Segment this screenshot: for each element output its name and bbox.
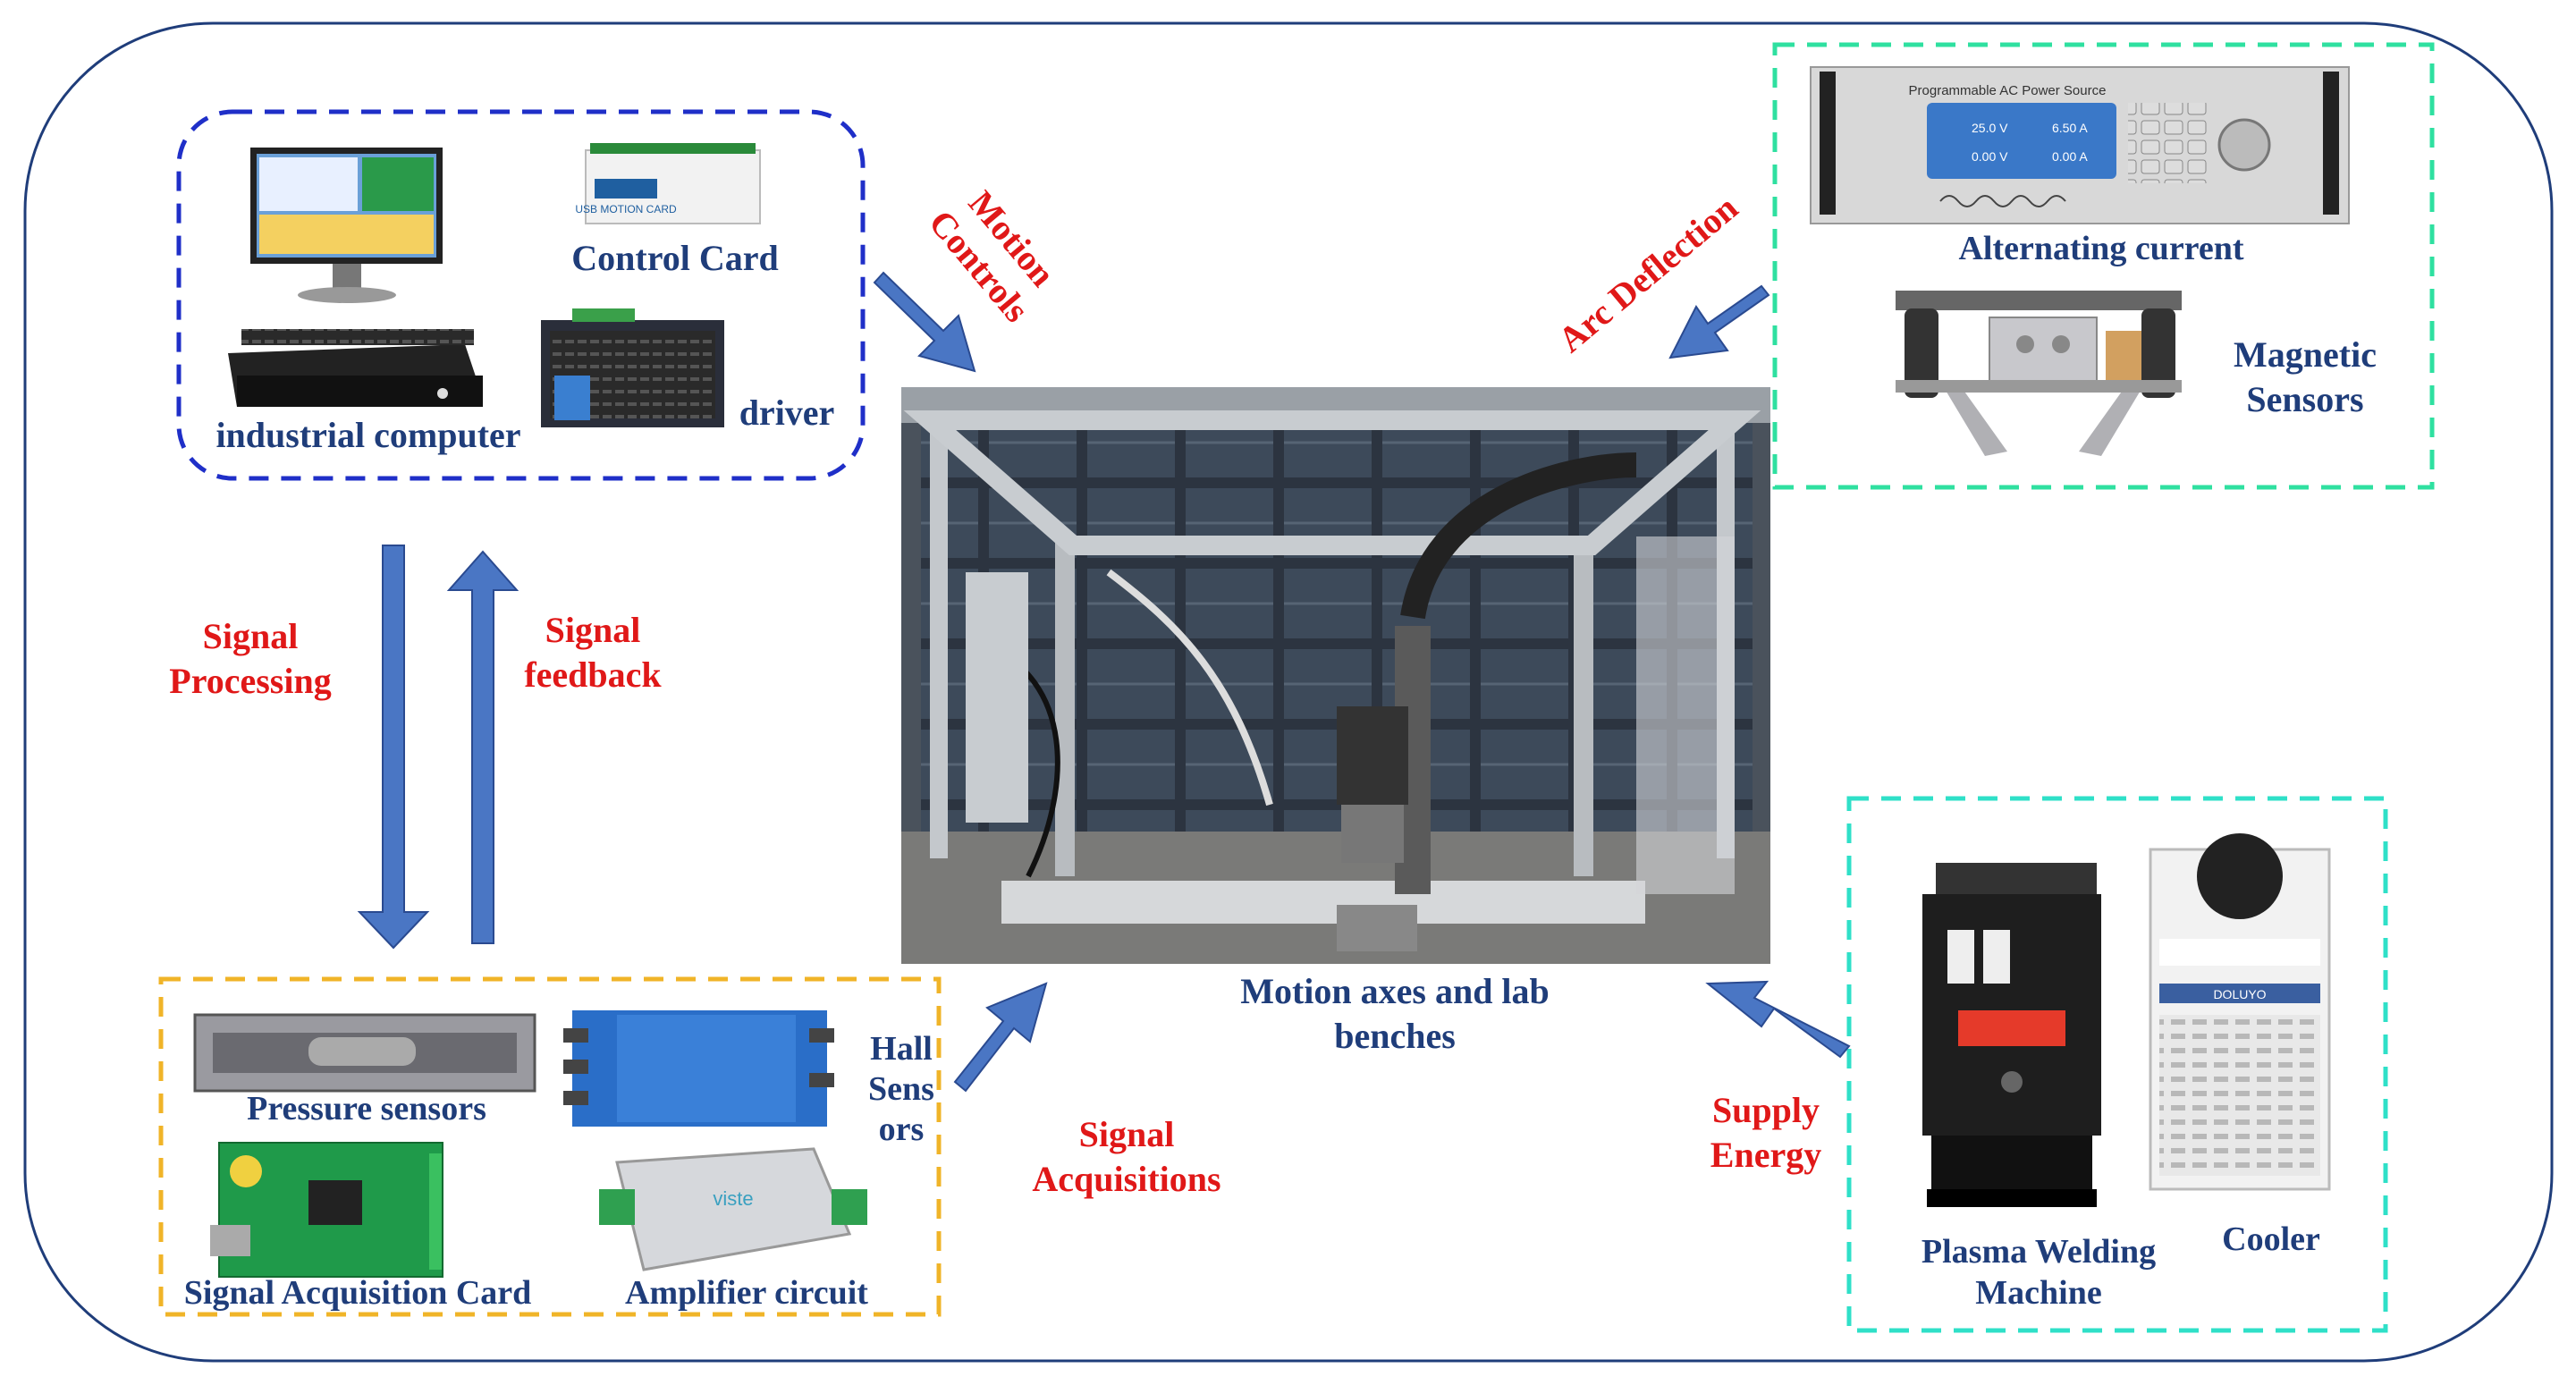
svg-text:25.0 V: 25.0 V	[1972, 121, 2008, 135]
hall-sensors-label-3: ors	[879, 1111, 925, 1148]
magnetic-sensor-icon	[1896, 291, 2182, 456]
cooler-label: Cooler	[2222, 1220, 2320, 1258]
monitor-icon	[250, 148, 443, 303]
signal-acquisition-card-label: Signal Acquisition Card	[184, 1274, 532, 1312]
ac-power-source-icon: Programmable AC Power Source 25.0 V 6.50…	[1810, 66, 2350, 224]
motion-controls-label: Motion Controls	[921, 183, 1063, 330]
svg-text:0.00 V: 0.00 V	[1972, 149, 2008, 164]
plasma-welder-icon	[1922, 863, 2101, 1207]
arrow-supply-energy	[1705, 980, 1851, 1059]
control-card-icon: USB MOTION CARD	[575, 143, 761, 224]
alternating-current-label: Alternating current	[1958, 230, 2243, 267]
amplifier-icon: viste	[599, 1147, 867, 1271]
plasma-welding-label-2: Machine	[1975, 1274, 2101, 1312]
industrial-pc-icon	[228, 329, 483, 407]
arrow-motion-controls	[873, 271, 976, 373]
signal-processing-label-2: Processing	[169, 661, 331, 701]
control-group-box	[176, 109, 866, 481]
svg-text:6.50 A: 6.50 A	[2052, 121, 2088, 135]
acquisition-card-icon	[210, 1142, 443, 1278]
arrow-signal-feedback-up	[446, 550, 519, 944]
svg-text:viste: viste	[713, 1187, 753, 1210]
control-card-label: Control Card	[571, 238, 778, 278]
svg-text:DOLUYO: DOLUYO	[2213, 987, 2266, 1001]
signal-feedback-label-1: Signal	[545, 610, 641, 650]
industrial-computer-label: industrial computer	[215, 415, 520, 455]
plasma-welding-label-1: Plasma Welding	[1921, 1233, 2156, 1271]
arrow-signal-processing-down	[357, 545, 430, 950]
supply-energy-label-1: Supply	[1712, 1090, 1820, 1130]
driver-label: driver	[739, 393, 835, 433]
signal-processing-label-1: Signal	[203, 616, 299, 656]
supply-energy-label-2: Energy	[1710, 1135, 1821, 1175]
energy-group-box	[1846, 796, 2388, 1333]
signal-acquisitions-label-2: Acquisitions	[1032, 1159, 1220, 1199]
hall-sensor-icon	[563, 1010, 834, 1127]
pressure-sensors-label: Pressure sensors	[247, 1090, 486, 1127]
magnetic-sensors-label-1: Magnetic	[2234, 334, 2377, 375]
pressure-sensor-icon	[193, 1013, 536, 1093]
outer-frame	[23, 21, 2554, 1363]
hall-sensors-label-1: Hall	[870, 1030, 933, 1068]
motion-axes-label-1: Motion axes and lab	[1240, 971, 1550, 1011]
arrow-signal-acquisitions	[953, 982, 1048, 1093]
welding-bench-photo	[901, 387, 1770, 964]
sensor-group-box	[158, 976, 942, 1317]
signal-acquisitions-label-1: Signal	[1079, 1114, 1175, 1154]
cooler-icon: DOLUYO	[2149, 833, 2331, 1191]
svg-text:Programmable AC Power Source: Programmable AC Power Source	[1909, 83, 2107, 98]
svg-text:USB MOTION CARD: USB MOTION CARD	[575, 203, 677, 215]
magnetic-sensors-label-2: Sensors	[2246, 379, 2363, 419]
hall-sensors-label-2: Sens	[868, 1070, 934, 1108]
arc-deflection-box	[1772, 42, 2435, 490]
svg-text:0.00 A: 0.00 A	[2052, 149, 2088, 164]
driver-icon	[541, 308, 724, 427]
motion-axes-label-2: benches	[1334, 1016, 1456, 1056]
amplifier-circuit-label: Amplifier circuit	[625, 1274, 868, 1312]
signal-feedback-label-2: feedback	[524, 654, 662, 695]
arrow-arc-deflection	[1668, 284, 1770, 359]
